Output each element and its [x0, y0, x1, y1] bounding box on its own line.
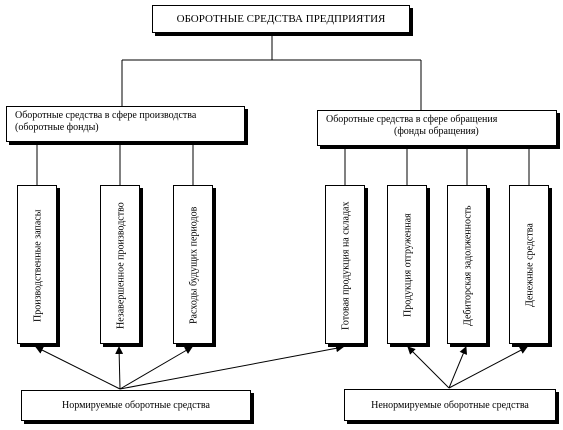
- item-box-deferred-expenses: Расходы будущих периодов: [173, 185, 213, 344]
- item-box-shipped-goods: Продукция отгруженная: [387, 185, 427, 344]
- item-label-cash: Денежные средства: [524, 223, 536, 308]
- item-label-work-in-progress: Незавершенное производство: [115, 202, 127, 329]
- production-sphere-label: Оборотные средства в сфере производства: [15, 110, 197, 121]
- diagram-title: ОБОРОТНЫЕ СРЕДСТВА ПРЕДПРИЯТИЯ: [176, 13, 386, 25]
- item-box-cash: Денежные средства: [509, 185, 549, 344]
- circulation-sphere-sublabel: (фонды обращения): [394, 126, 479, 137]
- normalized-arrow-4: [119, 344, 344, 390]
- circulation-sphere-label: Оборотные средства в сфере обращения: [326, 114, 498, 125]
- item-box-work-in-progress: Незавершенное производство: [100, 185, 140, 344]
- item-label-shipped-goods: Продукция отгруженная: [402, 213, 414, 318]
- item-label-deferred-expenses: Расходы будущих периодов: [188, 206, 200, 325]
- non-normalized-arrow-1: [407, 346, 450, 389]
- item-box-receivables: Дебиторская задолженность: [447, 185, 487, 344]
- diagram-title-box: ОБОРОТНЫЕ СРЕДСТВА ПРЕДПРИЯТИЯ: [152, 5, 410, 33]
- non-normalized-label: Ненормируемые оборотные средства: [371, 399, 529, 411]
- normalized-box: Нормируемые оборотные средства: [21, 390, 251, 421]
- item-label-finished-goods: Готовая продукция на складах: [340, 201, 352, 330]
- normalized-arrow-3: [119, 346, 193, 390]
- non-normalized-arrow-2: [448, 346, 468, 389]
- item-label-production-stocks: Производственные запасы: [32, 209, 44, 322]
- item-label-receivables: Дебиторская задолженность: [462, 205, 474, 326]
- circulation-sphere-box: Оборотные средства в сфере обращения (фо…: [317, 110, 557, 146]
- production-sphere-sublabel: (оборотные фонды): [15, 122, 99, 133]
- item-box-production-stocks: Производственные запасы: [17, 185, 57, 344]
- production-sphere-box: Оборотные средства в сфере производства …: [6, 106, 245, 142]
- normalized-arrow-1: [35, 346, 121, 390]
- non-normalized-arrow-3: [448, 346, 528, 389]
- item-box-finished-goods: Готовая продукция на складах: [325, 185, 365, 344]
- normalized-label: Нормируемые оборотные средства: [62, 400, 210, 411]
- non-normalized-box: Ненормируемые оборотные средства: [344, 389, 556, 421]
- normalized-arrow-2: [115, 346, 124, 390]
